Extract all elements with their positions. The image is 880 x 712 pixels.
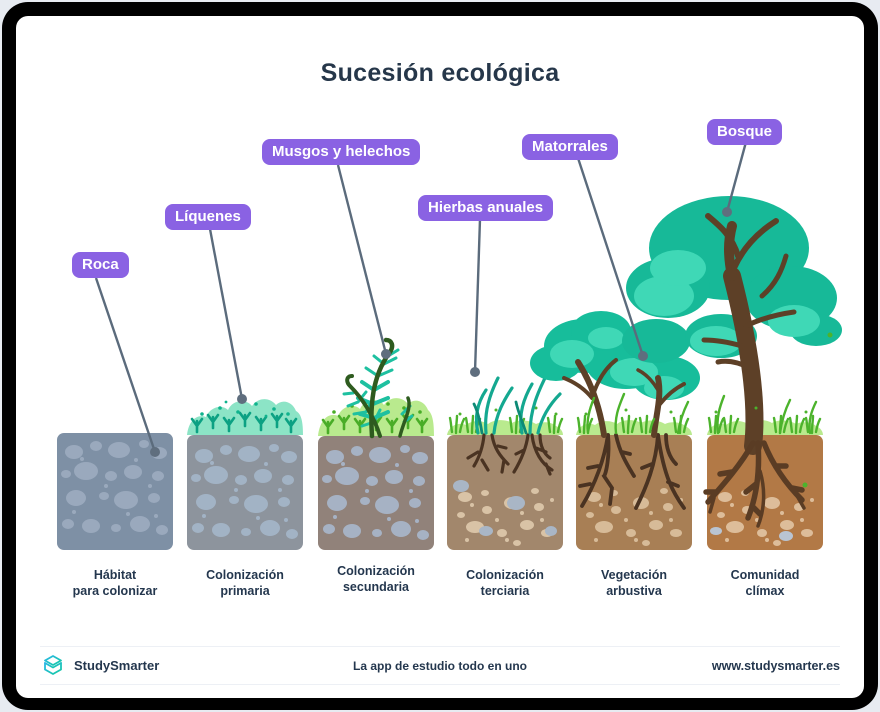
stage-6-forest-block: [622, 196, 842, 550]
label-bosque: Bosque: [707, 119, 783, 145]
stage-3-fern-block: [318, 337, 434, 550]
brand-name: StudySmarter: [74, 658, 160, 673]
label-matorrales: Matorrales: [522, 134, 618, 160]
label-musgos-y-helechos: Musgos y helechos: [262, 139, 421, 165]
stage-4-herbs-block: [447, 374, 564, 550]
stage-2-lichen-block: [187, 399, 303, 550]
footer-website: www.studysmarter.es: [711, 658, 840, 673]
stage-1-rock-block: [57, 433, 173, 550]
label-roca: Roca: [72, 252, 129, 278]
footer-bar: StudySmarter La app de estudio todo en u…: [40, 646, 840, 685]
pointer-dots: [150, 207, 732, 457]
label-liquenes: Líquenes: [165, 204, 251, 230]
infographic-card: Sucesión ecológica Roca Líquenes Musgos …: [16, 16, 864, 698]
label-hierbas-anuales: Hierbas anuales: [418, 195, 554, 221]
pointer-lines: [94, 141, 748, 453]
studysmarter-logo-icon: [44, 654, 62, 675]
succession-illustration: [57, 141, 842, 550]
page-title: Sucesión ecológica: [320, 58, 560, 87]
studysmarter-brand: StudySmarter: [40, 654, 159, 678]
footer-tagline: La app de estudio todo en uno: [353, 658, 527, 673]
